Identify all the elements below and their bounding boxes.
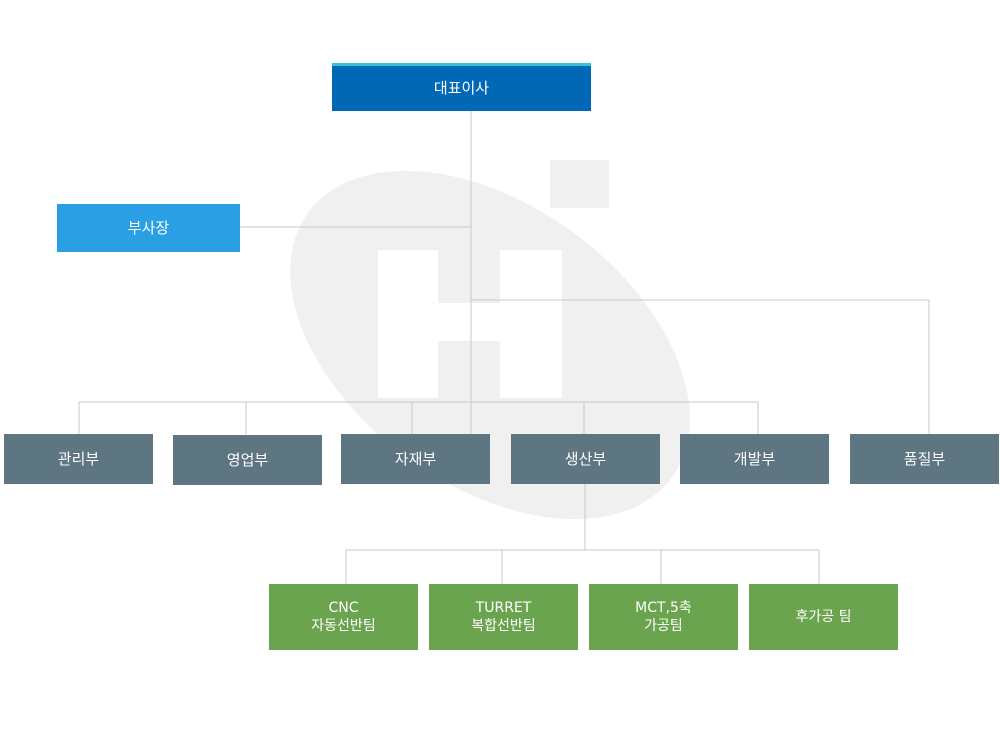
- team-turret-box: TURRET 복합선반팀: [429, 584, 578, 650]
- dept-production-box: 생산부: [511, 434, 660, 484]
- team-cnc-box: CNC 자동선반팀: [269, 584, 418, 650]
- vice-president-label: 부사장: [127, 218, 170, 237]
- team-post-line-1: 후가공 팀: [795, 609, 852, 625]
- ceo-label: 대표이사: [433, 79, 490, 97]
- dept-admin-box: 관리부: [4, 434, 153, 484]
- dept-quality-box: 품질부: [850, 434, 999, 484]
- dept-sales-label: 영업부: [226, 450, 269, 469]
- team-turret-line-1: TURRET: [475, 600, 532, 616]
- dept-sales-box: 영업부: [173, 435, 322, 485]
- team-cnc-line-1: CNC: [328, 600, 359, 616]
- ceo-box: 대표이사: [332, 63, 591, 111]
- vice-president-box: 부사장: [57, 204, 240, 252]
- team-mct-line-1: MCT,5축: [635, 600, 692, 616]
- team-mct-line-2: 가공팀: [644, 618, 683, 634]
- dept-quality-label: 품질부: [903, 449, 946, 468]
- team-cnc-line-2: 자동선반팀: [311, 618, 376, 634]
- team-mct-box: MCT,5축 가공팀: [589, 584, 738, 650]
- dept-materials-label: 자재부: [394, 449, 437, 468]
- dept-development-box: 개발부: [680, 434, 829, 484]
- team-post-box: 후가공 팀: [749, 584, 898, 650]
- dept-development-label: 개발부: [733, 449, 776, 468]
- dept-admin-label: 관리부: [57, 449, 100, 468]
- dept-materials-box: 자재부: [341, 434, 490, 484]
- dept-production-label: 생산부: [564, 449, 607, 468]
- team-turret-line-2: 복합선반팀: [471, 618, 536, 634]
